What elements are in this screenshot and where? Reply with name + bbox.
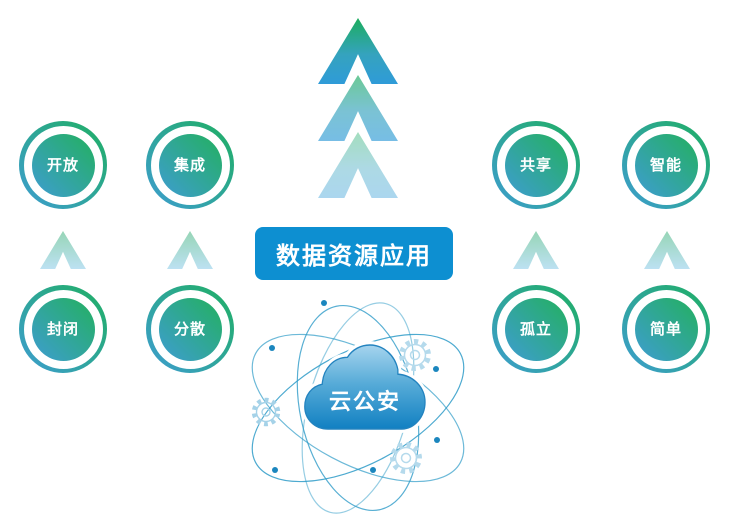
- data-resource-application-box: 数据资源应用: [255, 227, 453, 280]
- up-chevron-icon: [40, 231, 86, 269]
- atom-orbit-icon: [251, 300, 465, 514]
- feature-circle-intelligent: 智能: [622, 121, 710, 209]
- feature-circle-integrated: 集成: [146, 121, 234, 209]
- orbit-dots: [269, 300, 440, 473]
- circle-label: 集成: [173, 156, 206, 174]
- gear-icon: [390, 442, 422, 474]
- feature-circle-closed: 封闭: [19, 285, 107, 373]
- cloud-label: 云公安: [328, 389, 401, 414]
- gear-icon: [399, 339, 431, 371]
- up-chevron-icon: [513, 231, 559, 269]
- circle-label: 简单: [649, 320, 682, 338]
- feature-circle-scattered: 分散: [146, 285, 234, 373]
- circle-label: 开放: [46, 156, 79, 174]
- feature-circle-isolated: 孤立: [492, 285, 580, 373]
- up-chevron-icon: [644, 231, 690, 269]
- circle-label: 共享: [519, 156, 552, 174]
- feature-circle-open: 开放: [19, 121, 107, 209]
- feature-circle-simple: 简单: [622, 285, 710, 373]
- up-chevron-icon: [167, 231, 213, 269]
- circle-label: 封闭: [46, 320, 79, 338]
- circle-label: 孤立: [519, 320, 552, 338]
- circle-label: 分散: [173, 320, 206, 338]
- center-box-label: 数据资源应用: [276, 243, 432, 270]
- cloud-icon: [301, 341, 429, 433]
- circle-label: 智能: [649, 156, 682, 174]
- feature-circle-shared: 共享: [492, 121, 580, 209]
- triple-up-chevron-icon: [318, 18, 398, 198]
